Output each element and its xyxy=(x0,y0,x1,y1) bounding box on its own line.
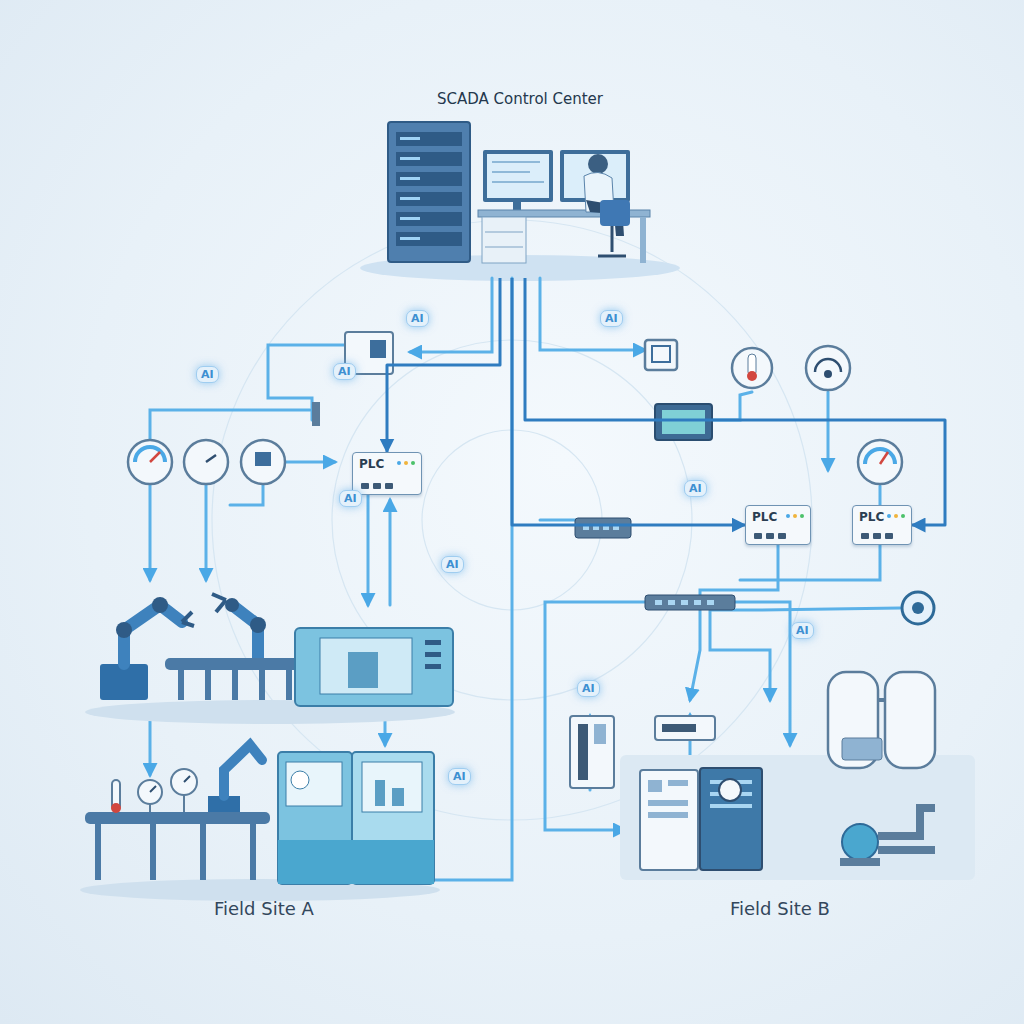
status-led xyxy=(887,514,891,518)
port xyxy=(885,533,893,539)
network-link xyxy=(512,278,745,525)
node-text: SCADA Control Center xyxy=(431,88,609,110)
status-led xyxy=(800,514,804,518)
site-label: Field Site A xyxy=(214,898,314,919)
ai-badge: AI xyxy=(196,366,219,383)
ai-badge: AI xyxy=(684,480,707,497)
node-text: PLC xyxy=(859,510,884,524)
status-led xyxy=(793,514,797,518)
ai-badge: AI xyxy=(577,680,600,697)
port xyxy=(766,533,774,539)
ai-badge: AI xyxy=(441,556,464,573)
control-center: SCADA Control Center xyxy=(360,86,680,278)
ai-badge: AI xyxy=(791,622,814,639)
port xyxy=(873,533,881,539)
network-link xyxy=(525,278,945,525)
control-center-illustration xyxy=(360,122,680,281)
ai-badge: AI xyxy=(448,768,471,785)
status-led xyxy=(786,514,790,518)
port xyxy=(373,483,381,489)
network-link xyxy=(387,278,500,452)
status-led xyxy=(894,514,898,518)
status-led xyxy=(411,461,415,465)
port xyxy=(385,483,393,489)
node-text: PLC xyxy=(752,510,777,524)
ai-badge: AI xyxy=(406,310,429,327)
field-site-a-illustration xyxy=(80,332,455,901)
ai-badge: AI xyxy=(600,310,623,327)
status-led xyxy=(397,461,401,465)
port xyxy=(361,483,369,489)
port xyxy=(754,533,762,539)
ai-badge: AI xyxy=(339,490,362,507)
port xyxy=(778,533,786,539)
site-label: Field Site B xyxy=(730,898,830,919)
ai-badge: AI xyxy=(333,363,356,380)
plc-box: PLC xyxy=(745,505,811,545)
plc-box: PLC xyxy=(352,452,422,495)
plc-box: PLC xyxy=(852,505,912,545)
port xyxy=(861,533,869,539)
status-led xyxy=(901,514,905,518)
status-led xyxy=(404,461,408,465)
node-text: PLC xyxy=(359,457,384,471)
